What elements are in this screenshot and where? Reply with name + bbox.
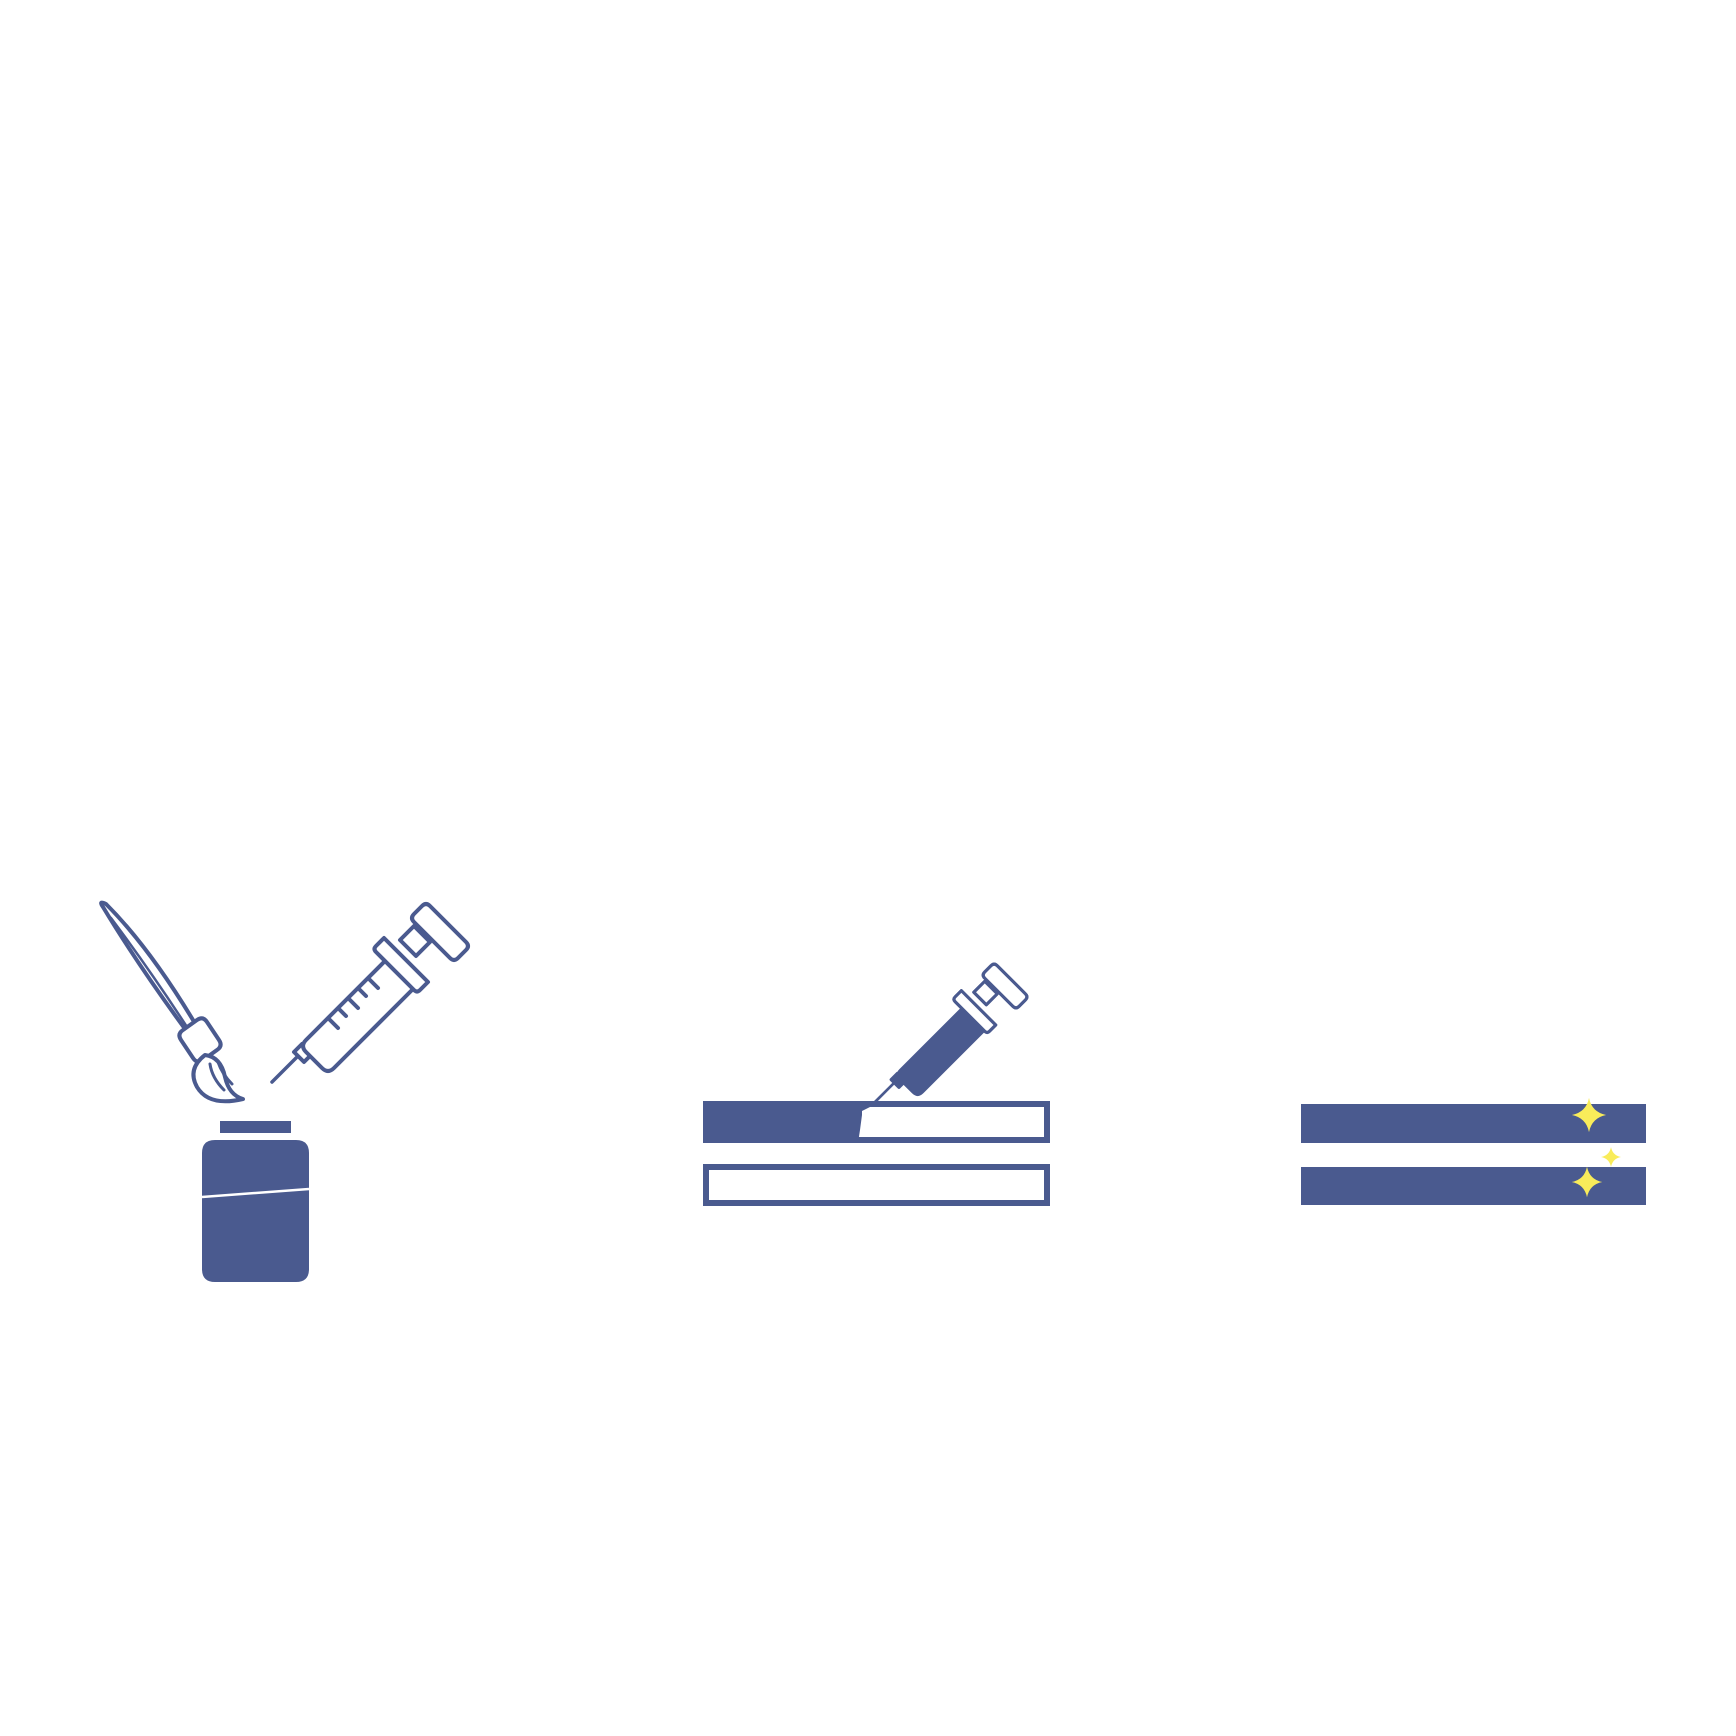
- paint-bottle-icon: [201, 1121, 310, 1282]
- stripe-top-half-filled: [703, 1101, 1050, 1143]
- step-supplies: [99, 900, 470, 1282]
- step-apply-paint: [703, 962, 1050, 1206]
- paintbrush-icon: [99, 900, 245, 1104]
- sparkle-icon: [1601, 1147, 1621, 1167]
- stripe-bottom-empty: [703, 1164, 1050, 1206]
- syringe-icon: [270, 902, 470, 1084]
- step-finished: [1301, 1097, 1646, 1205]
- syringe-icon: [872, 962, 1029, 1105]
- stripe-bottom-filled: [1301, 1167, 1646, 1205]
